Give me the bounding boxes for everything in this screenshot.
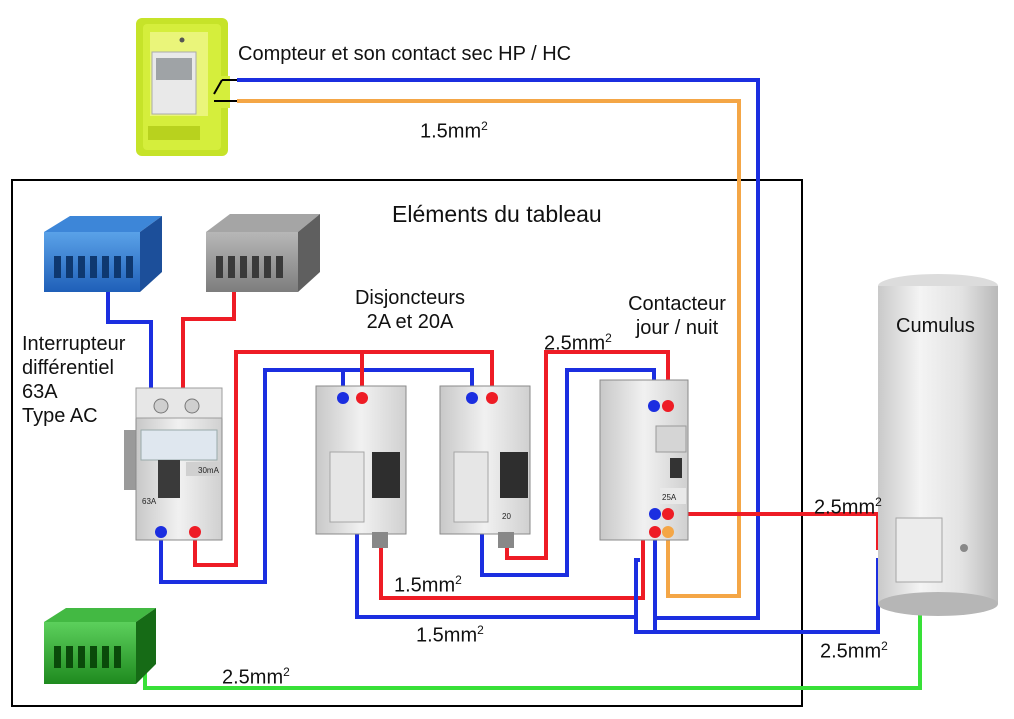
rcd-rating: 63A <box>142 497 157 506</box>
wire-earth <box>143 568 922 690</box>
board-frame <box>11 179 803 707</box>
meter-label: Compteur et son contact sec HP / HC <box>238 43 572 65</box>
residual-current-device: 30mA 63A <box>124 387 223 541</box>
wires <box>106 78 922 690</box>
cumulus-label: Cumulus <box>896 315 975 337</box>
wire-mcb2-out-blue <box>480 368 656 577</box>
phase-busbar <box>206 214 320 292</box>
neutral-busbar <box>44 216 162 292</box>
wire-label-contactor-input: 2.5mm2 <box>544 331 612 355</box>
dry-contact-icon <box>213 79 237 102</box>
wire-rcd-out-blue <box>159 368 474 584</box>
contactor-label: Contacteur jour / nuit <box>628 293 726 339</box>
wire-label-earth: 2.5mm2 <box>222 665 290 689</box>
wire-label-blue-loop: 1.5mm2 <box>416 623 484 647</box>
wire-label-red-loop: 1.5mm2 <box>394 573 462 597</box>
wire-label-tank-red: 2.5mm2 <box>814 495 882 519</box>
mcb-rating: 20 <box>502 512 511 521</box>
water-heater <box>878 274 998 616</box>
wire-mcb1-out-red <box>379 534 645 600</box>
contactor-rating: 25A <box>662 493 677 502</box>
circuit-breaker-20a: 20 <box>439 385 531 548</box>
board-title: Eléments du tableau <box>392 201 602 227</box>
wire-label-tank-blue: 2.5mm2 <box>820 639 888 663</box>
day-night-contactor: 25A <box>599 379 689 541</box>
wire-phase-bar <box>181 290 236 388</box>
wire-rcd-out-red <box>193 350 494 567</box>
wire-contactor-neutral <box>634 558 640 632</box>
wire-label-meter: 1.5mm2 <box>420 119 488 143</box>
electricity-meter <box>136 18 230 156</box>
breakers-label: Disjoncteurs 2A et 20A <box>354 287 466 333</box>
wire-neutral-bar <box>106 288 153 388</box>
rcd-sensitivity: 30mA <box>198 466 220 475</box>
differential-label: Interrupteur différentiel 63A Type AC <box>22 333 126 427</box>
wire-meter-orange <box>237 99 741 598</box>
circuit-breaker-2a <box>315 385 407 548</box>
earth-busbar <box>44 608 156 684</box>
wire-mcb2-out-red <box>505 350 670 560</box>
